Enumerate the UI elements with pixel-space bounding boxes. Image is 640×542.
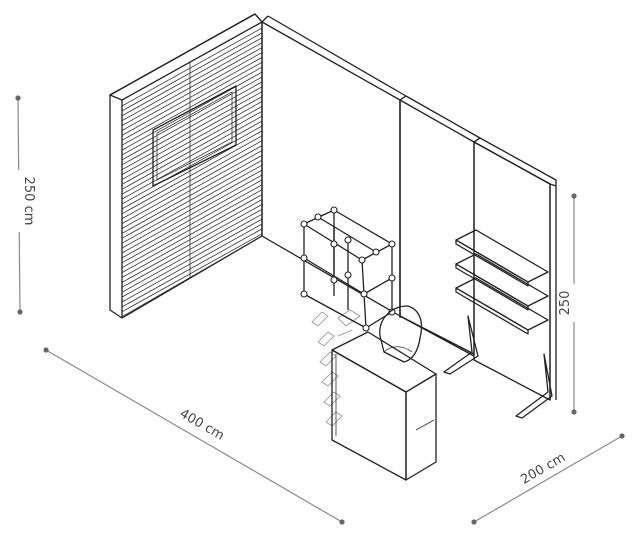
- wall-screen: [152, 85, 237, 187]
- wall-slat: [121, 27, 263, 107]
- wall-slat: [121, 235, 263, 318]
- cube-joint: [300, 220, 308, 228]
- shelf-panel: [473, 137, 557, 401]
- dimension-left-height: 250 cm: [12, 95, 36, 315]
- wall-slat: [121, 37, 263, 117]
- dimension-height-right-label: 250: [558, 291, 573, 316]
- cube-shelf: [300, 206, 396, 332]
- wall-slat: [121, 228, 263, 308]
- wall-slat: [121, 47, 263, 126]
- wall-slat: [121, 194, 263, 273]
- wall-slat: [121, 76, 263, 156]
- dimension-right-depth: 200 cm: [471, 433, 625, 525]
- wall-slat: [121, 135, 263, 215]
- right-wall: [399, 95, 481, 355]
- wall-slat: [121, 42, 263, 122]
- cube-joint: [330, 240, 338, 248]
- dimension-front-width: 400 cm: [43, 347, 345, 525]
- wall-slat: [121, 110, 263, 190]
- counter: [331, 331, 437, 481]
- cube-joint: [388, 240, 396, 248]
- cube-joint: [360, 290, 368, 298]
- wall-slat: [121, 125, 263, 205]
- wall-slat: [121, 61, 263, 141]
- cube-joint: [358, 256, 366, 264]
- wall-slat: [121, 189, 263, 269]
- wall-slat: [121, 159, 263, 239]
- slatted-wall: [109, 13, 263, 319]
- wall-slat: [121, 86, 263, 166]
- wall-slat: [121, 208, 263, 288]
- wall-slat: [121, 101, 263, 180]
- wall-slat: [121, 81, 263, 161]
- wall-slat: [121, 91, 263, 171]
- cube-joint: [388, 274, 396, 282]
- cube-joint: [300, 290, 308, 298]
- wall-slat: [121, 52, 263, 131]
- wall-slat: [121, 218, 263, 298]
- wall-slat: [121, 169, 263, 249]
- panel-feet: [443, 315, 553, 419]
- wall-slat: [121, 179, 263, 259]
- wall-slat: [121, 57, 263, 136]
- wall-slat: [121, 204, 263, 283]
- wall-slat: [121, 174, 263, 254]
- wall-slat: [121, 140, 263, 220]
- wall-slat: [121, 155, 263, 234]
- cube-joint: [330, 276, 338, 284]
- wall-slat: [121, 145, 263, 224]
- cube-joint: [344, 271, 352, 279]
- wall-slat: [121, 120, 263, 200]
- cube-joint: [300, 254, 308, 262]
- wall-slat: [121, 32, 263, 112]
- cube-joint: [362, 324, 370, 332]
- cube-joint: [330, 206, 338, 214]
- wall-slat: [121, 96, 263, 175]
- wall-slat: [121, 199, 263, 278]
- wall-slat: [121, 213, 263, 293]
- wall-slat: [121, 66, 263, 146]
- dimension-height-left-label: 250 cm: [21, 177, 36, 226]
- shelves: [455, 229, 549, 335]
- wall-slat: [121, 115, 263, 195]
- cube-joint: [344, 236, 352, 244]
- wall-slat: [121, 184, 263, 264]
- wall-slat: [121, 150, 263, 229]
- wall-slat: [121, 106, 263, 185]
- wall-slat: [121, 71, 263, 151]
- wall-slat: [121, 130, 263, 210]
- wall-slat: [121, 223, 263, 303]
- wall-slat: [121, 233, 263, 313]
- cube-joint: [314, 213, 322, 221]
- dimension-right-height: 250: [558, 193, 582, 415]
- cube-joint: [372, 248, 380, 256]
- wall-slat: [121, 164, 263, 244]
